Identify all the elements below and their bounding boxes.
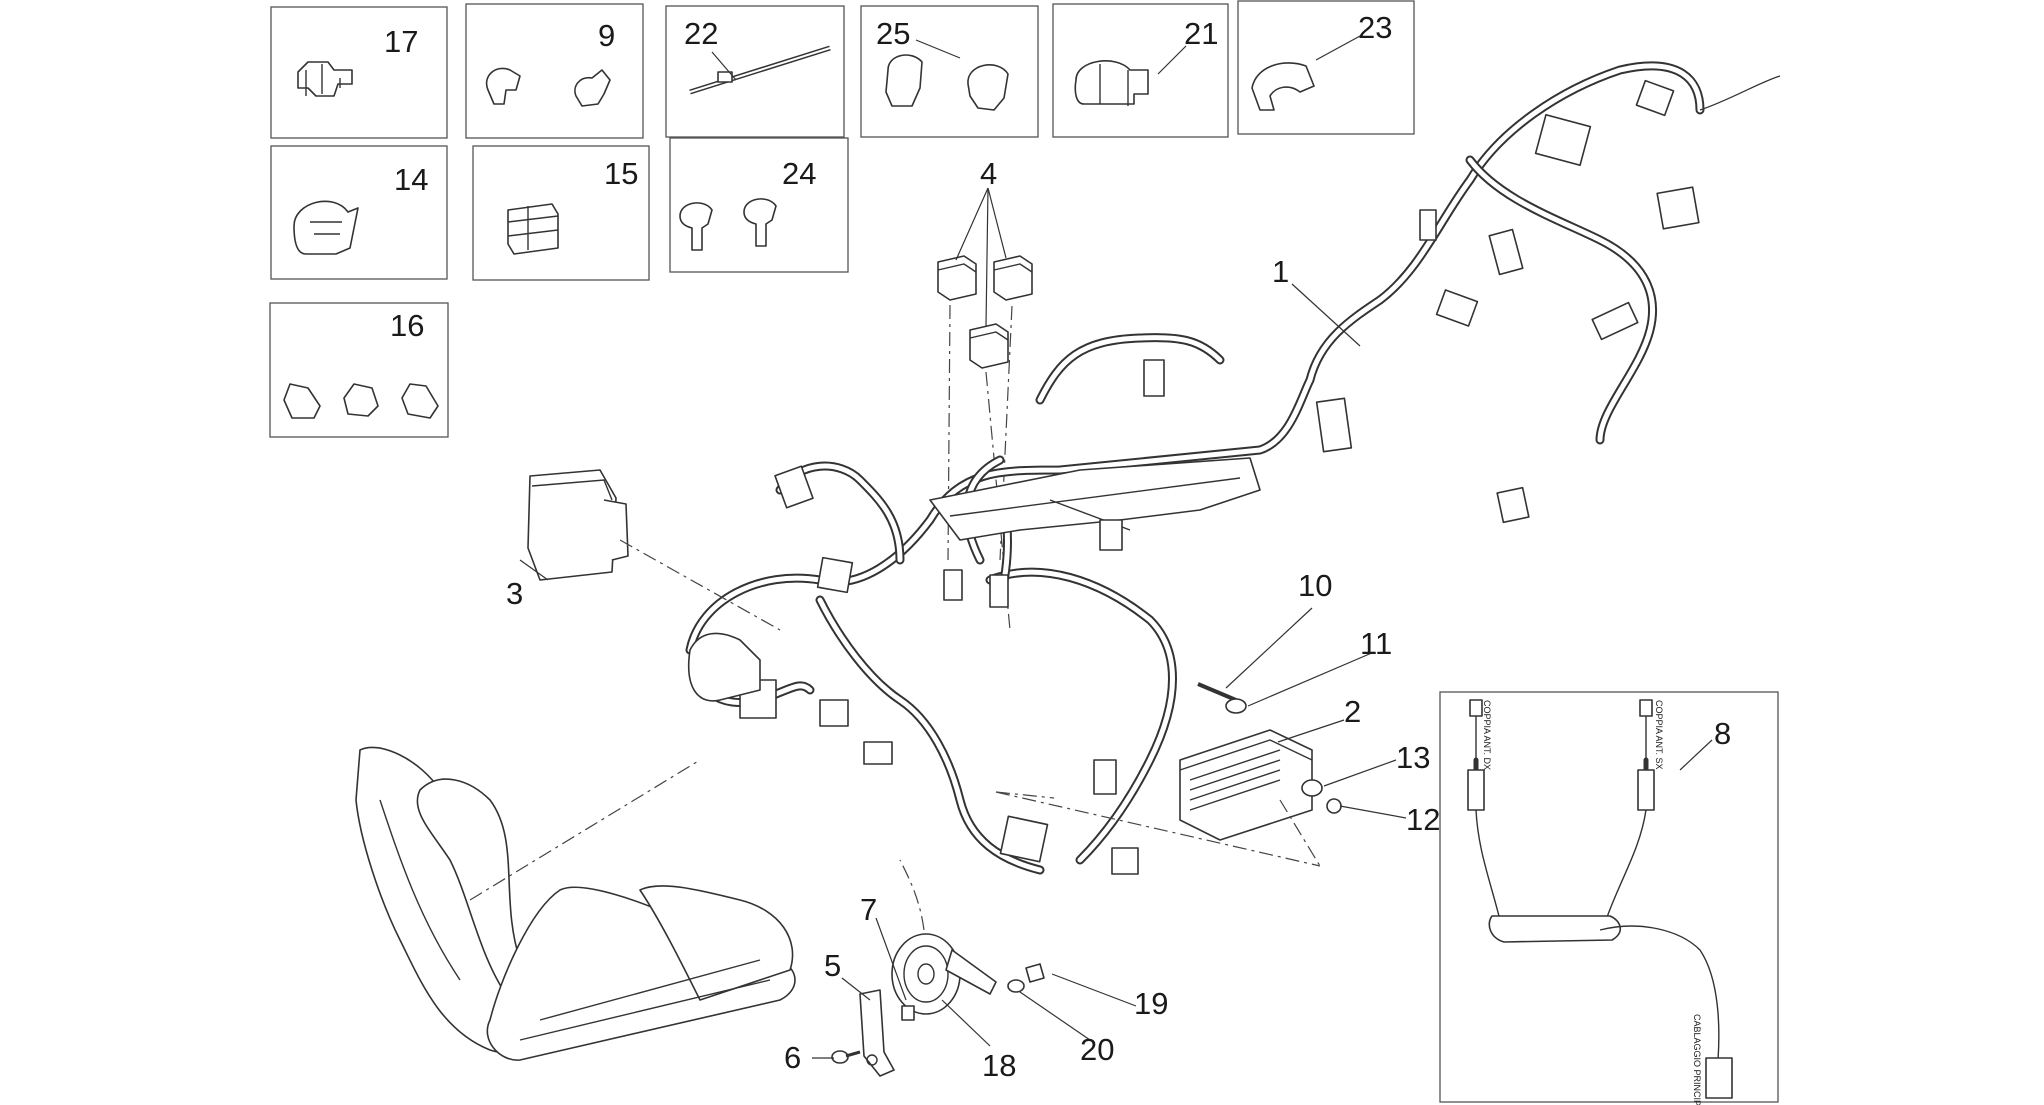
callout-13: 13 [1396,740,1430,775]
harness-antenna-wire [1699,75,1781,111]
callout-3: 3 [506,576,523,611]
inset-label-left: COPPIA ANT. DX [1482,700,1492,770]
nut-7 [901,1005,915,1021]
callout-5: 5 [824,948,841,983]
part-box-14 [270,145,448,280]
relay-set [937,255,1033,369]
headlight-assembly [355,746,796,1061]
part-box-23 [1237,0,1415,135]
main-wiring-harness [685,61,1705,875]
inset-label-right: COPPIA ANT. SX [1654,700,1664,770]
callout-24: 24 [782,156,816,191]
dash-tray [688,632,761,702]
callout-20: 20 [1080,1032,1114,1067]
callout-10: 10 [1298,568,1332,603]
callout-11: 11 [1360,626,1392,661]
callouts: 17 9 22 25 21 23 14 15 24 16 4 1 3 10 11… [384,10,1731,1083]
callout-18: 18 [982,1048,1016,1083]
harness-connectors [739,79,1700,875]
callout-15: 15 [604,156,638,191]
callout-19: 19 [1134,986,1168,1021]
callout-4: 4 [980,156,997,191]
callout-1: 1 [1272,254,1289,289]
headlight-guide-line [469,759,701,901]
callout-22: 22 [684,16,718,51]
callout-23: 23 [1358,10,1392,45]
callout-9: 9 [598,18,615,53]
bracket-5 [859,989,895,1077]
callout-25: 25 [876,16,910,51]
part-box-17 [270,6,448,139]
part-box-25 [860,5,1039,138]
callout-6: 6 [784,1040,801,1075]
voltage-regulator-2 [1179,729,1313,841]
control-unit-3 [527,469,629,581]
harness-trunk [929,457,1261,541]
fasteners-horn [1007,963,1045,993]
inset-label-bottom: CABLAGGIO PRINCIPALE [1692,1014,1702,1105]
part-box-15 [472,145,650,281]
part-box-21 [1052,3,1229,138]
screw-6 [831,1050,861,1064]
horn-guide-line [899,859,925,931]
inset-8: COPPIA ANT. DX COPPIA ANT. SX CABLAGGIO … [1439,691,1779,1105]
callout-16: 16 [390,308,424,343]
callout-2: 2 [1344,694,1361,729]
fasteners-regulator [1197,682,1342,814]
callout-12: 12 [1406,802,1440,837]
regulator-guide-lines [995,791,1321,867]
callout-14: 14 [394,162,428,197]
callout-21: 21 [1184,16,1218,51]
leader-lines [519,35,1713,1059]
ecu-guide-line [619,539,781,631]
part-box-22 [665,5,845,138]
part-box-9 [465,3,644,139]
part-box-24 [669,137,849,273]
callout-17: 17 [384,24,418,59]
callout-7: 7 [860,892,877,927]
callout-8: 8 [1714,716,1731,751]
horn-18 [891,933,997,1015]
part-box-16 [269,302,449,438]
